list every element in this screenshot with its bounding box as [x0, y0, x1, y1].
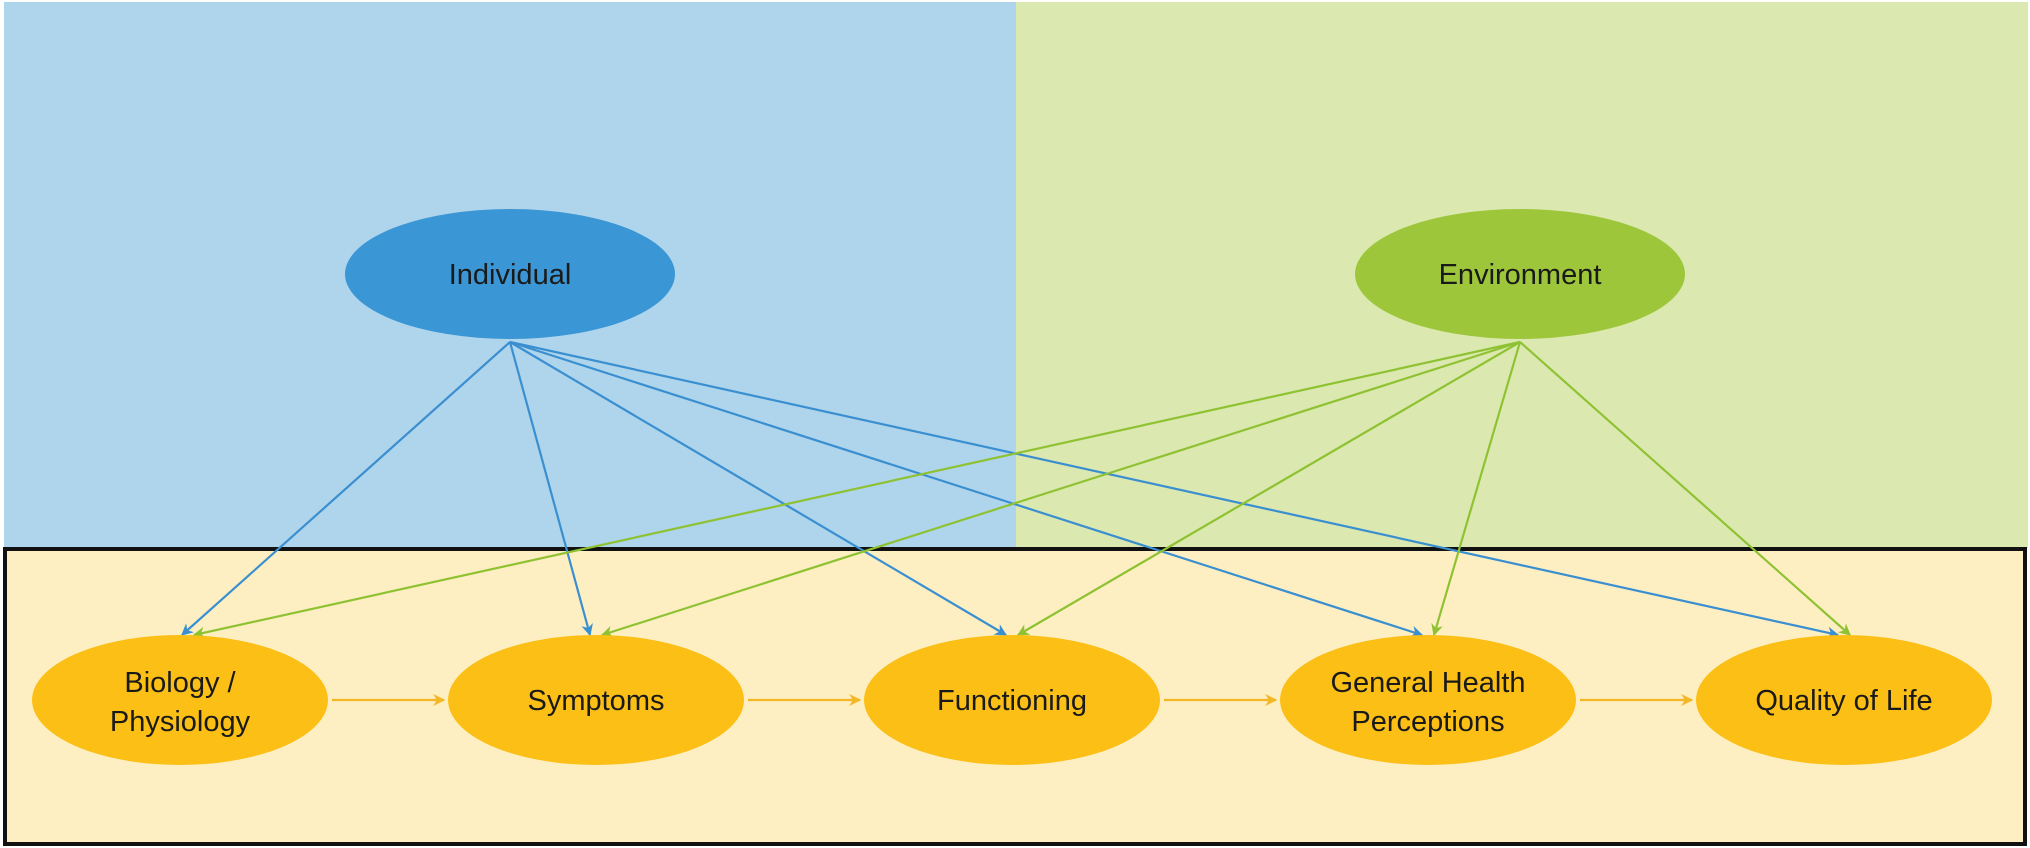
arrow-environment-to-biology — [192, 340, 1521, 639]
symptoms-label: Symptoms — [528, 685, 665, 717]
biology-label-line1: Biology / — [124, 667, 236, 699]
functioning-label: Functioning — [937, 685, 1087, 717]
arrow-individual-to-biology — [181, 341, 511, 636]
perceptions-label-line2: Perceptions — [1351, 706, 1504, 738]
perceptions-ellipse — [1280, 635, 1576, 765]
qol-label: Quality of Life — [1755, 685, 1932, 717]
individual-label: Individual — [449, 259, 572, 291]
node-perceptions: General Health Perceptions — [1280, 635, 1576, 765]
biology-ellipse — [32, 635, 328, 765]
arrow-individual-to-functioning — [509, 341, 1008, 636]
node-symptoms: Symptoms — [448, 635, 744, 765]
perceptions-label-line1: General Health — [1330, 667, 1525, 699]
node-environment: Environment — [1355, 209, 1685, 339]
arrow-environment-to-symptoms — [600, 340, 1521, 638]
node-individual: Individual — [345, 209, 675, 339]
arrow-individual-to-qol — [509, 340, 1840, 639]
qol-ellipse — [1696, 635, 1992, 765]
arrow-environment-to-functioning — [1016, 341, 1521, 636]
individual-ellipse — [345, 209, 675, 339]
arrow-individual-to-symptoms — [508, 341, 593, 637]
environment-label: Environment — [1439, 259, 1602, 291]
node-qol: Quality of Life — [1696, 635, 1992, 765]
environment-ellipse — [1355, 209, 1685, 339]
node-biology: Biology / Physiology — [32, 635, 328, 765]
node-functioning: Functioning — [864, 635, 1160, 765]
functioning-ellipse — [864, 635, 1160, 765]
arrow-environment-to-qol — [1519, 341, 1851, 636]
arrow-layer — [181, 340, 1851, 706]
arrow-environment-to-perceptions — [1431, 341, 1522, 637]
symptoms-ellipse — [448, 635, 744, 765]
arrow-individual-to-perceptions — [509, 340, 1424, 638]
biology-label-line2: Physiology — [110, 706, 251, 738]
